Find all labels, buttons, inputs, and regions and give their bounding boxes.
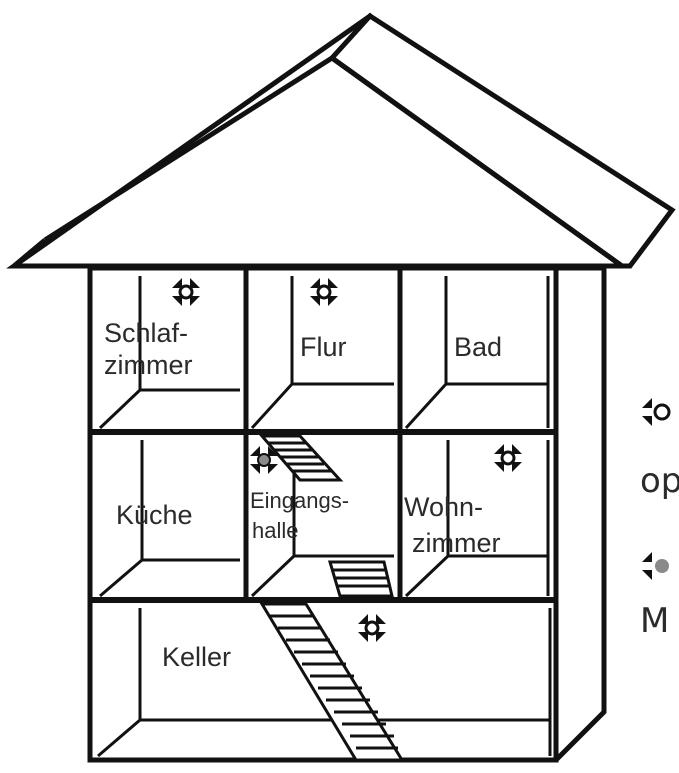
- smoke-detector-icon: [492, 442, 524, 474]
- room-label-wohnzimmer-2: zimmer: [412, 528, 501, 558]
- room-label-schlafzimmer-1: Schlaf-: [104, 318, 188, 348]
- room-label-kueche: Küche: [116, 500, 193, 530]
- room-label-bad: Bad: [454, 332, 502, 362]
- room-label-eingangshalle-1: Eingangs-: [250, 488, 349, 513]
- room-label-eingangshalle-2: halle: [252, 518, 298, 543]
- stairs-lower-hall: [327, 560, 394, 598]
- legend-text-mandatory: M: [640, 601, 669, 641]
- smoke-detector-icon: [170, 276, 202, 308]
- room-label-keller: Keller: [162, 642, 231, 672]
- legend-item-optional: op: [640, 398, 679, 501]
- stairs-keller: [259, 602, 405, 762]
- smoke-detector-icon: [308, 276, 340, 308]
- smoke-detector-icon: [356, 612, 388, 644]
- stairs-upper: [258, 434, 344, 482]
- room-label-wohnzimmer-1: Wohn-: [404, 492, 483, 522]
- room-label-schlafzimmer-2: zimmer: [104, 350, 193, 380]
- legend-item-mandatory: M: [640, 552, 669, 641]
- room-label-flur: Flur: [300, 332, 347, 362]
- legend-text-optional: op: [640, 461, 679, 501]
- legend: op M: [640, 398, 679, 641]
- roof: [6, 12, 676, 269]
